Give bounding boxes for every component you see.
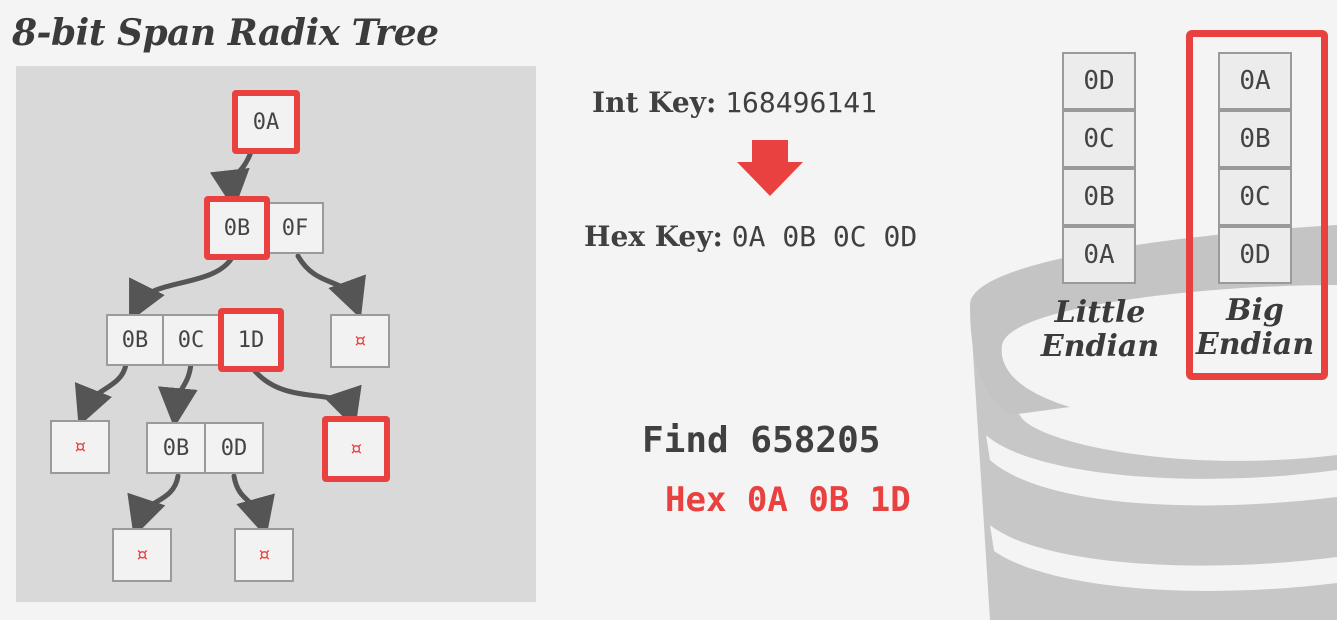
int-key-label: Int Key: <box>592 86 717 119</box>
tree-edges <box>74 149 366 538</box>
null-pointer-icon: ¤ <box>257 542 271 568</box>
little-endian-byte: 0C <box>1062 110 1136 168</box>
edge-1D-null <box>251 367 362 429</box>
node-key: 1D <box>237 327 265 353</box>
null-pointer-icon: ¤ <box>73 434 87 460</box>
big-endian-byte: 0D <box>1218 226 1292 284</box>
byte-value: 0B <box>1083 182 1115 212</box>
edge-0A-0B <box>209 149 254 210</box>
tree-node-0C: 0C <box>162 314 220 366</box>
radix-tree-panel: 0A 0F 0B 0B 0C 1D ¤ ¤ 0B 0D ¤ ¤ ¤ <box>16 66 536 602</box>
hex-query-label: Hex <box>665 480 727 520</box>
null-node: ¤ <box>112 528 172 582</box>
byte-value: 0B <box>1239 124 1271 154</box>
hex-key-value: 0A 0B 0C 0D <box>731 220 918 253</box>
little-endian-byte: 0A <box>1062 226 1136 284</box>
node-key: 0A <box>252 109 280 135</box>
hex-key-label: Hex Key: <box>584 220 723 253</box>
tree-node-0B-highlighted: 0B <box>204 196 270 260</box>
hex-key-line: Hex Key: 0A 0B 0C 0D <box>584 220 917 253</box>
edge-0B-0B0C1D <box>129 253 236 322</box>
big-endian-byte: 0A <box>1218 52 1292 110</box>
null-node: ¤ <box>234 528 294 582</box>
node-key: 0D <box>220 435 248 461</box>
byte-value: 0C <box>1083 124 1115 154</box>
label-line: Endian <box>1040 329 1160 364</box>
byte-value: 0D <box>1083 66 1115 96</box>
down-arrow-icon <box>737 140 803 196</box>
label-line: Endian <box>1195 327 1315 362</box>
edge-0B-null-leaf <box>127 473 181 537</box>
null-node-highlighted: ¤ <box>322 416 390 482</box>
big-endian-byte: 0C <box>1218 168 1292 226</box>
tree-node-0B: 0B <box>106 314 164 366</box>
hex-query-value: 0A 0B 1D <box>746 480 911 520</box>
big-endian-byte: 0B <box>1218 110 1292 168</box>
label-line: Big <box>1226 293 1284 328</box>
null-pointer-icon: ¤ <box>135 542 149 568</box>
null-node: ¤ <box>330 314 390 368</box>
null-node: ¤ <box>50 420 110 474</box>
byte-value: 0A <box>1239 66 1271 96</box>
label-line: Little <box>1054 295 1146 330</box>
node-key: 0F <box>281 215 309 241</box>
big-endian-label: Big Endian <box>1195 294 1315 362</box>
find-query: Find 658205 <box>642 420 880 461</box>
node-key: 0B <box>121 327 149 353</box>
edge-0C-0B0D <box>157 361 198 428</box>
byte-value: 0C <box>1239 182 1271 212</box>
tree-node-0B-child: 0B <box>146 422 206 474</box>
tree-node-1D-highlighted: 1D <box>218 308 284 372</box>
find-label: Find <box>642 420 729 461</box>
node-key: 0C <box>177 327 205 353</box>
little-endian-label: Little Endian <box>1040 296 1160 364</box>
edge-0B-null <box>74 361 129 427</box>
tree-node-0F: 0F <box>266 202 324 254</box>
edge-0F-null <box>295 253 366 319</box>
byte-value: 0A <box>1083 240 1115 270</box>
tree-node-0D-child: 0D <box>204 422 264 474</box>
find-value: 658205 <box>750 420 881 461</box>
int-key-value: 168496141 <box>725 86 877 119</box>
edge-0D-null-leaf <box>231 473 275 538</box>
tree-node-root: 0A <box>232 90 300 154</box>
node-key: 0B <box>223 215 251 241</box>
null-pointer-icon: ¤ <box>349 436 363 462</box>
little-endian-byte: 0B <box>1062 168 1136 226</box>
big-endian-highlight-frame <box>1186 30 1328 380</box>
little-endian-byte: 0D <box>1062 52 1136 110</box>
int-key-line: Int Key: 168496141 <box>592 86 877 119</box>
node-key: 0B <box>162 435 190 461</box>
slide-title: 8-bit Span Radix Tree <box>12 12 439 54</box>
byte-value: 0D <box>1239 240 1271 270</box>
hex-query: Hex 0A 0B 1D <box>665 480 911 520</box>
null-pointer-icon: ¤ <box>353 328 367 354</box>
